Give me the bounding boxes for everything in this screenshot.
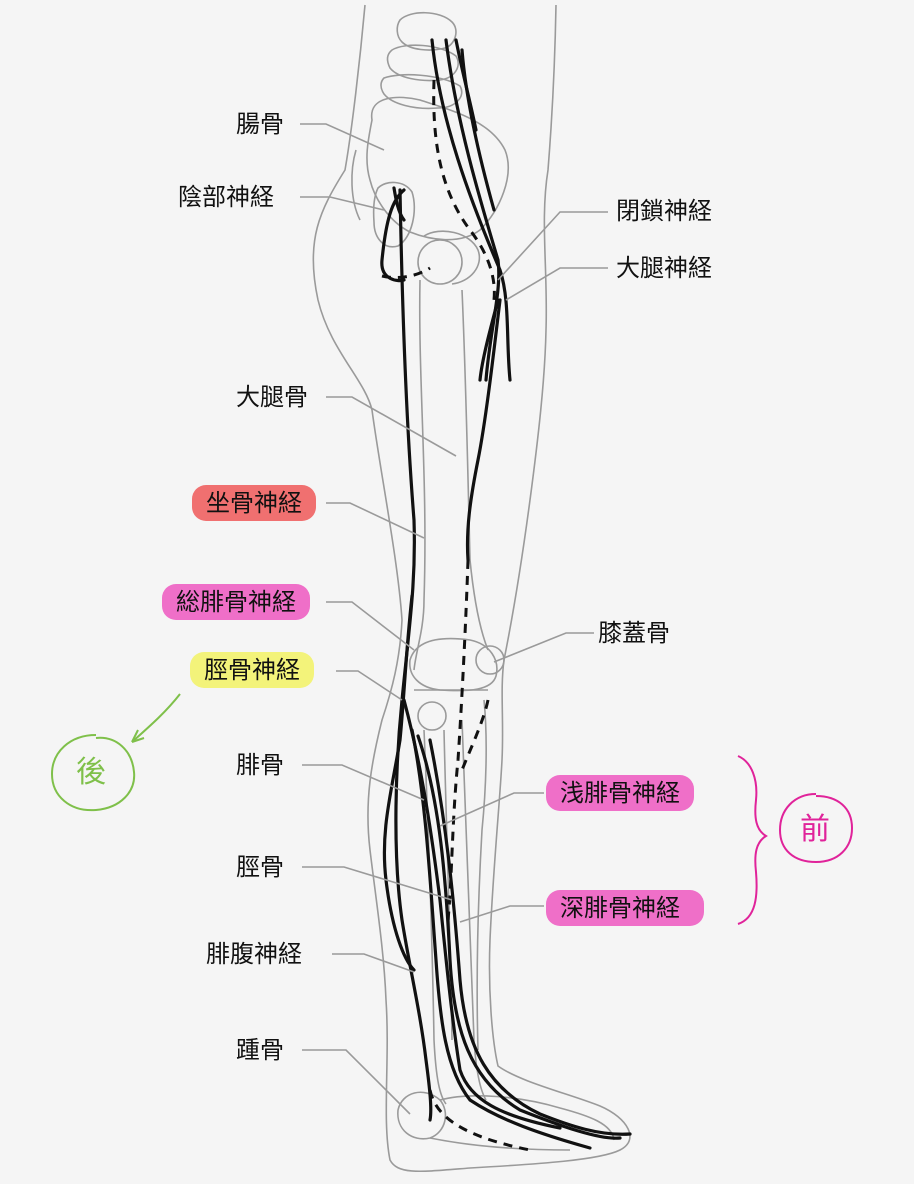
patella-label: 膝蓋骨 xyxy=(598,619,670,647)
anterior-annotation-graphic xyxy=(737,755,854,925)
deep-peroneal-nerve-label: 深腓骨神経 xyxy=(546,890,704,926)
tibial-nerve-label: 脛骨神経 xyxy=(190,652,314,688)
common-peroneal-nerve-label: 総腓骨神経 xyxy=(162,584,310,620)
fibula-label: 腓骨 xyxy=(236,751,284,779)
sural-nerve-label: 腓腹神経 xyxy=(206,940,302,968)
posterior-annotation-graphic xyxy=(50,693,181,812)
pudendal-nerve-label: 陰部神経 xyxy=(178,183,274,211)
posterior-annotation: 後 xyxy=(76,755,106,790)
ilium-label: 腸骨 xyxy=(236,110,284,138)
superficial-peroneal-nerve-label: 浅腓骨神経 xyxy=(546,775,694,811)
calcaneus-label: 踵骨 xyxy=(236,1036,284,1064)
nerve-paths xyxy=(380,38,632,1150)
sciatic-nerve-label: 坐骨神経 xyxy=(192,485,316,521)
obturator-nerve-label: 閉鎖神経 xyxy=(616,197,712,225)
femur-label: 大腿骨 xyxy=(236,383,308,411)
anterior-annotation: 前 xyxy=(800,812,830,847)
leg-outline xyxy=(312,4,631,1173)
tibia-label: 脛骨 xyxy=(236,853,284,881)
femoral-nerve-label: 大腿神経 xyxy=(616,254,712,282)
dashed-nerve-paths xyxy=(381,79,531,1152)
leader-lines xyxy=(300,123,608,1115)
